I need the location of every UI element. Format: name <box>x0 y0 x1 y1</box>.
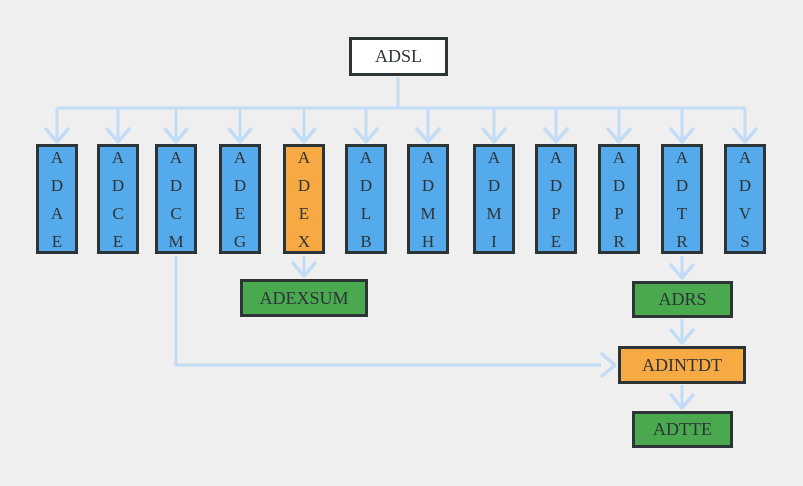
node-adsl: ADSL <box>349 37 448 76</box>
node-adcm: ADCM <box>155 144 197 260</box>
node-adrs-label: ADRS <box>658 289 707 309</box>
node-adtr: ADTR <box>661 144 703 260</box>
node-adrs: ADRS <box>632 281 733 318</box>
connector-adcm-adintdt <box>174 256 617 378</box>
connector-drop-adtr <box>669 108 695 144</box>
node-adae-label: ADAE <box>47 147 67 260</box>
node-advs-label: ADVS <box>735 147 755 260</box>
connector-adex-adexsum <box>291 256 317 278</box>
node-adintdt-label: ADINTDT <box>642 354 722 375</box>
node-adpr: ADPR <box>598 144 640 260</box>
node-advs: ADVS <box>724 144 766 260</box>
connector-adrs-adintdt <box>669 319 695 345</box>
connector-drop-adlb <box>353 108 379 144</box>
node-adpr-label: ADPR <box>609 147 629 260</box>
connector-adintdt-adtte <box>669 385 695 410</box>
node-adpe-label: ADPE <box>546 147 566 260</box>
connector-drop-admh <box>415 108 441 144</box>
connector-drop-adeg <box>227 108 253 144</box>
node-adtte: ADTTE <box>632 411 733 448</box>
connector-drop-adcm <box>163 108 189 144</box>
node-admi-label: ADMI <box>484 147 504 260</box>
node-adeg-label: ADEG <box>230 147 250 260</box>
node-adcm-label: ADCM <box>166 147 186 260</box>
node-adce: ADCE <box>97 144 139 260</box>
node-adtr-label: ADTR <box>672 147 692 260</box>
node-adae: ADAE <box>36 144 78 260</box>
node-adlb-label: ADLB <box>356 147 376 260</box>
node-adeg: ADEG <box>219 144 261 260</box>
connector-adtr-adrs <box>669 256 695 280</box>
node-adtte-label: ADTTE <box>653 419 712 439</box>
node-adex-label: ADEX <box>294 147 314 260</box>
node-adex: ADEX <box>283 144 325 260</box>
node-adintdt: ADINTDT <box>618 346 746 384</box>
connector-drop-adpr <box>606 108 632 144</box>
connector-drop-adae <box>44 108 70 144</box>
connector-drop-adpe <box>543 108 569 144</box>
node-admh: ADMH <box>407 144 449 260</box>
node-adlb: ADLB <box>345 144 387 260</box>
node-admi: ADMI <box>473 144 515 260</box>
connector-drop-adex <box>291 108 317 144</box>
node-adpe: ADPE <box>535 144 577 260</box>
node-adce-label: ADCE <box>108 147 128 260</box>
node-admh-label: ADMH <box>418 147 438 260</box>
connector-drop-advs <box>732 108 758 144</box>
node-adexsum: ADEXSUM <box>240 279 368 317</box>
connector-drop-adce <box>105 108 131 144</box>
connector-drop-admi <box>481 108 507 144</box>
node-adsl-label: ADSL <box>374 46 422 66</box>
node-adexsum-label: ADEXSUM <box>259 287 349 308</box>
